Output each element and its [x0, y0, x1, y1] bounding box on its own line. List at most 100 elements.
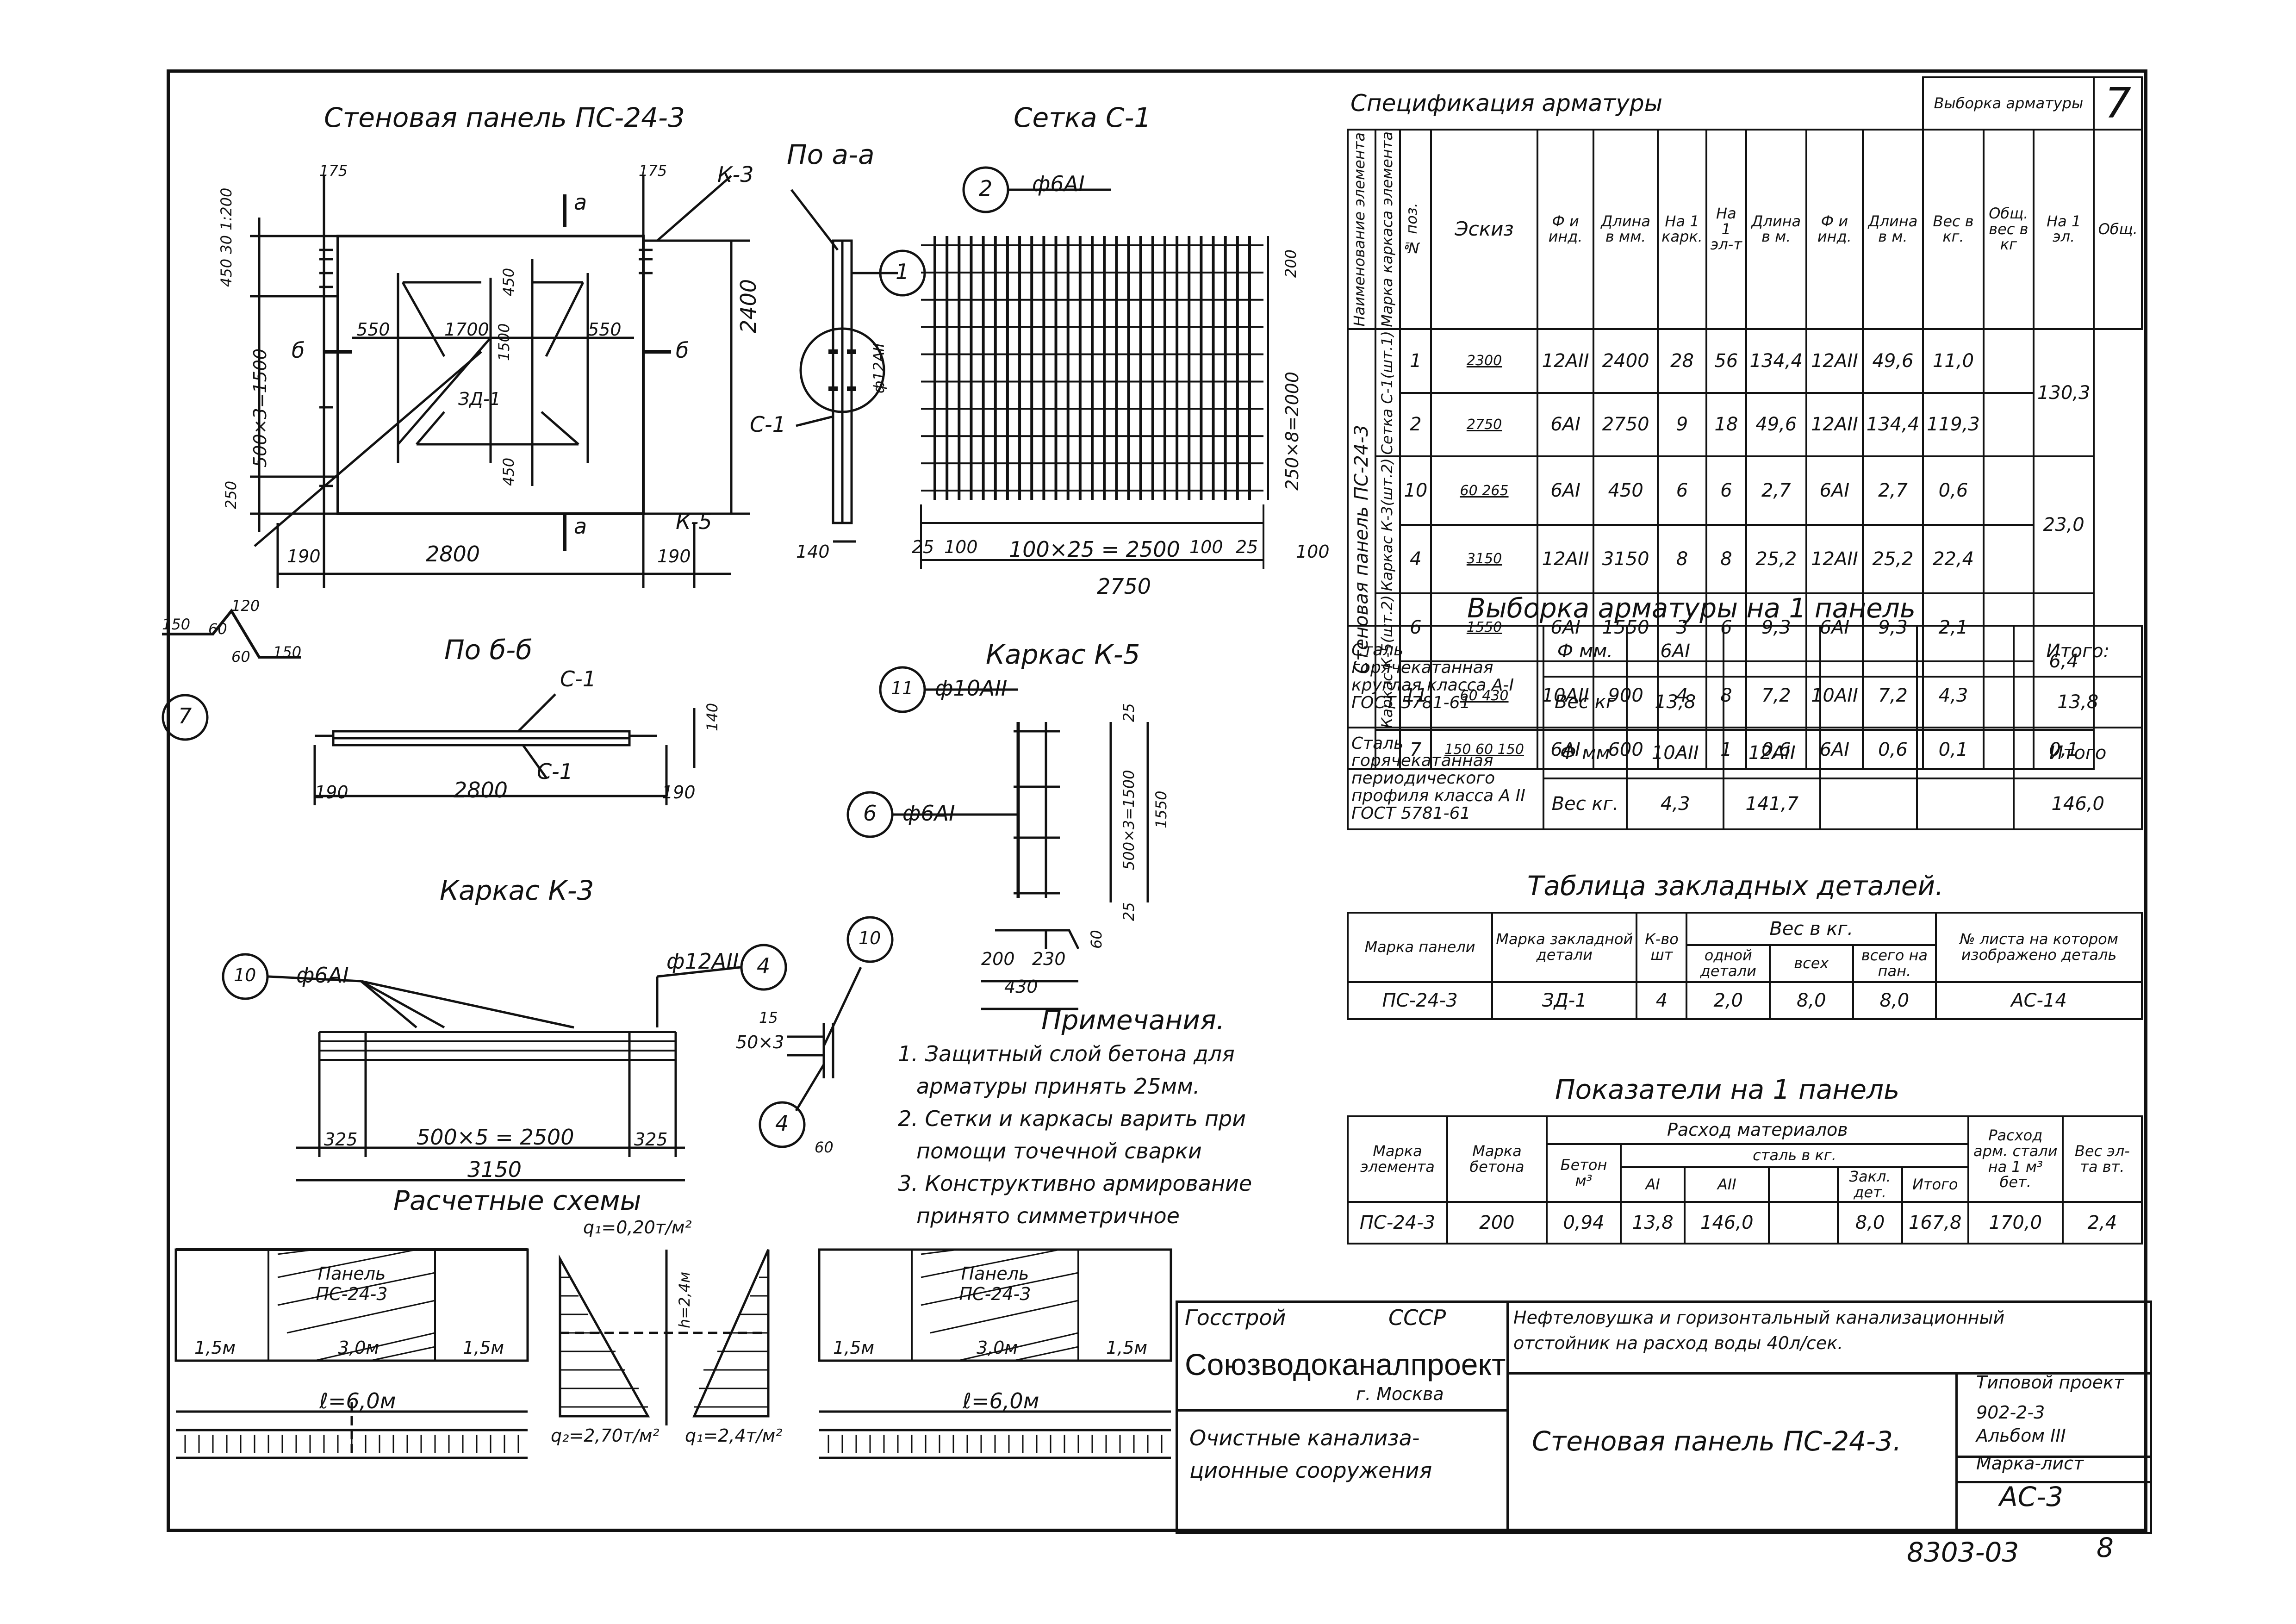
spec-cell-w: 11,0: [1922, 328, 1985, 394]
panel-height-dim: 2400: [736, 279, 761, 333]
frame-k5-callout: К-5: [676, 509, 712, 534]
spec-cell-pos: 10: [1399, 455, 1432, 526]
embedded-part-callout: ЗД-1: [458, 389, 501, 409]
spec-h-sketch: Эскиз: [1430, 129, 1538, 330]
mesh-right-100: 100: [1189, 537, 1223, 557]
spec-cell-l2: 25,2: [1861, 524, 1924, 594]
title-section-2: ционные сооружения: [1189, 1458, 1432, 1483]
ind-el: ПС-24-3: [1347, 1201, 1448, 1245]
spec-h-c2: На 1 эл-т: [1705, 129, 1747, 330]
emb-h-one: одной детали: [1686, 944, 1771, 983]
callout-10b: 10: [859, 928, 881, 948]
section-aa-drawing: [790, 189, 898, 543]
wall-panel-elevation: [250, 175, 750, 588]
ind-ai: 13,8: [1620, 1201, 1686, 1245]
k3-dim-total: 3150: [467, 1157, 522, 1182]
k3-dim-50x3: 50×3: [736, 1032, 784, 1052]
note-line: 1. Защитный слой бетона для: [898, 1041, 1235, 1066]
sel-row2-w1: 4,3: [1626, 778, 1725, 830]
spec-cell-phi2: 12АII: [1805, 392, 1864, 458]
k5-dim-60: 60: [1088, 930, 1105, 949]
embedded-table: Марка панели Марка закладной детали К-во…: [1346, 912, 2143, 1020]
title-project-2: отстойник на расход воды 40л/сек.: [1513, 1333, 1843, 1353]
panel-side-dim-2: 190: [657, 546, 691, 566]
k5-dim-25: 25: [1120, 703, 1138, 722]
callout-1: 1: [896, 259, 909, 284]
ind-h-conc: Марка бетона: [1446, 1115, 1548, 1203]
mesh-phi12-label: ф12АII: [870, 343, 888, 393]
emb-h-mark: Марка закладной детали: [1491, 912, 1638, 983]
spec-cell-phi: 12АII: [1536, 524, 1595, 594]
section-mark-b-left: б: [292, 338, 305, 363]
spec-cell-l2: 49,6: [1861, 328, 1924, 394]
spec-h-len2: Длина в м.: [1861, 129, 1924, 330]
load-h: h=2,4м: [676, 1271, 693, 1328]
calc-panel-label: Панель ПС-24-3: [316, 1263, 388, 1304]
spec-cell-sketch: 2300: [1430, 328, 1538, 394]
spec-cell-phi: 12АII: [1536, 328, 1595, 394]
rebar-spec-table: Спецификация арматуры Выборка арматуры 7…: [1347, 76, 2143, 771]
ind-h-ai: АI: [1620, 1166, 1686, 1203]
ind-beton: 0,94: [1545, 1201, 1622, 1245]
k3-bar-left-label: ф6АI: [296, 963, 349, 988]
sel-row2-name: Сталь горячекатанная периодического проф…: [1347, 727, 1544, 830]
sel-row1-total-h: Итого:: [2013, 625, 2143, 678]
title-mark-label: Марка-лист: [1976, 1453, 2084, 1474]
section-aa-title: По а-а: [787, 139, 875, 170]
selection-title: Выборка арматуры на 1 панель: [1467, 592, 1916, 624]
ind-h-wt: Вес эл-та вт.: [2061, 1115, 2143, 1203]
section-mark-b-right: б: [676, 338, 689, 363]
spec-cell-len: 3150: [1593, 524, 1659, 594]
selection-table: Сталь горячекатанная круглая класса А-I …: [1347, 625, 2143, 830]
title-type-cell: [1955, 1372, 2152, 1534]
mesh-left-100: 100: [944, 537, 978, 557]
dim-450-top: 450: [500, 268, 517, 296]
k5-dim-25b: 25: [1120, 902, 1138, 921]
spec-cell-pos: 1: [1399, 328, 1432, 394]
sel-row1-unit1: Ф мм.: [1542, 625, 1628, 678]
title-mark-label-cell: [1955, 1456, 2152, 1483]
note-line: арматуры принять 25мм.: [916, 1074, 1200, 1099]
title-mark: АС-3: [1999, 1481, 2064, 1512]
k5-bar-side-label: ф6АI: [902, 801, 955, 826]
hook-dim-60b: 60: [231, 648, 250, 666]
sel-row1-w: 13,8: [1626, 676, 1725, 728]
spec-cell-phi2: 12АII: [1805, 328, 1864, 394]
emb-panel: ПС-24-3: [1346, 981, 1493, 1020]
spec-cell-c1: 6: [1656, 455, 1708, 526]
panel-left-dim: 500×3=1500: [250, 348, 270, 467]
sel-row2-unit2: Вес кг.: [1542, 778, 1628, 830]
section-bb-right-dim: 190: [662, 782, 696, 803]
frame-k5-drawing: [981, 722, 1149, 1010]
emb-mark: ЗД-1: [1491, 981, 1638, 1020]
k3-dim-60: 60: [815, 1139, 834, 1156]
dim-1700: 1700: [444, 319, 489, 340]
spec-cell-phi2: 12АII: [1805, 524, 1864, 594]
k3-bar-right-label: ф12АII: [666, 949, 739, 974]
frame-k3-drawing: [296, 966, 862, 1182]
title-block: [1176, 1300, 2152, 1534]
frame-k3-callout: К-3: [717, 162, 754, 187]
spec-h-element: Наименование элемента: [1350, 132, 1368, 327]
spec-cell-empty: [1982, 524, 2035, 594]
sel-row2-total-h: Итого: [2013, 727, 2143, 779]
section-bb-mid-dim: 2800: [454, 778, 508, 803]
spec-cell-c2: 6: [1705, 455, 1747, 526]
spec-group-total: 130,3: [2032, 328, 2095, 458]
spec-cell-tlen: 2,7: [1745, 455, 1808, 526]
panel-left-bottom-dim: 250: [222, 480, 240, 509]
spec-h-mark: Марка каркаса элемента: [1378, 131, 1396, 327]
spec-h-w: Вес в кг.: [1922, 129, 1985, 330]
mesh-right-dim: 250×8=2000: [1282, 371, 1302, 491]
spec-cell-pos: 2: [1399, 392, 1432, 458]
spec-cell-len: 2750: [1593, 392, 1659, 458]
panel-top-gap-2: 175: [639, 162, 667, 180]
hook-dim-150b: 150: [273, 643, 302, 661]
title-org2: СССР: [1388, 1305, 1446, 1330]
mesh-title: Сетка С-1: [1014, 102, 1151, 133]
